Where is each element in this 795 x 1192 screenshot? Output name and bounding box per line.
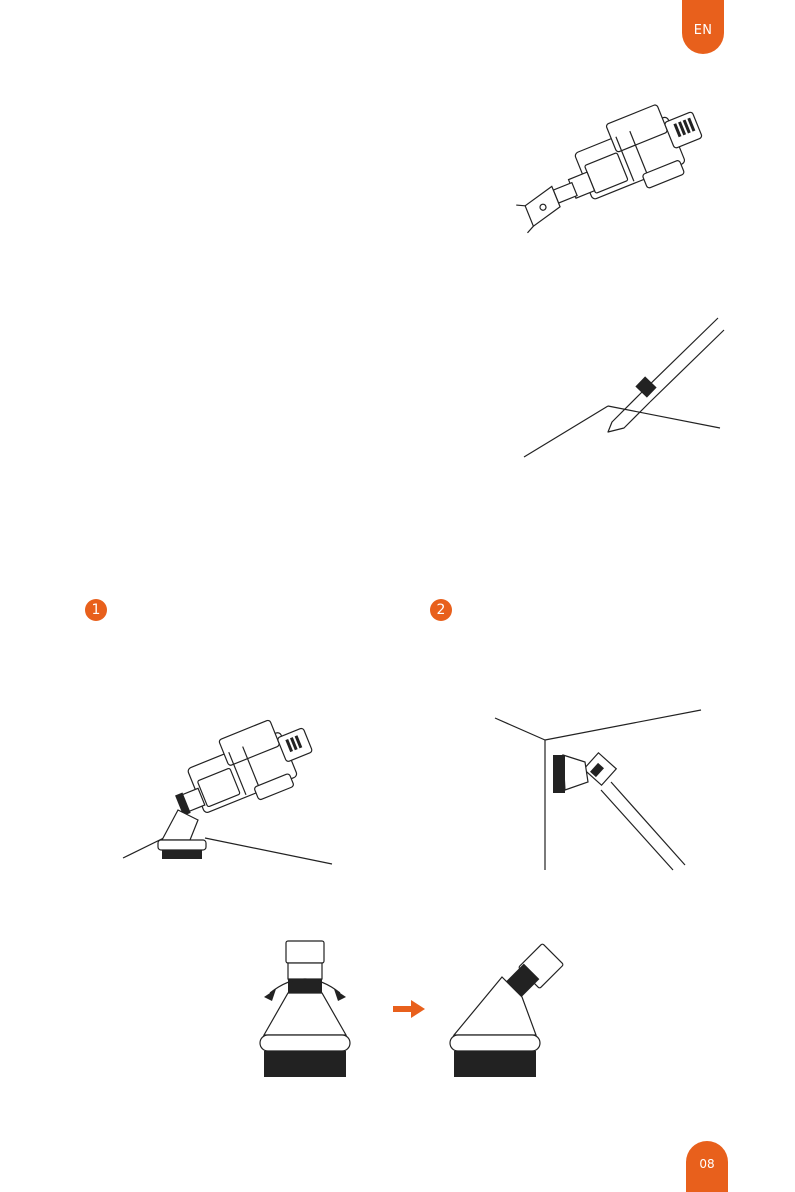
language-tab[interactable]: EN [682, 0, 724, 54]
step-2-marker: 2 [430, 599, 452, 621]
step-1-marker: 1 [85, 599, 107, 621]
brush-rotate-before-illustration [250, 935, 360, 1080]
page-number-tab: 08 [686, 1141, 728, 1192]
vacuum-brush-surface-illustration [120, 710, 335, 870]
wand-brush-corner-illustration [493, 700, 708, 875]
page-number: 08 [699, 1157, 714, 1171]
language-label: EN [694, 23, 713, 38]
vacuum-crevice-tool-illustration [535, 95, 725, 260]
wand-floor-illustration [520, 310, 725, 465]
brush-rotate-after-illustration [440, 935, 570, 1080]
arrow-right-icon [393, 1000, 425, 1018]
